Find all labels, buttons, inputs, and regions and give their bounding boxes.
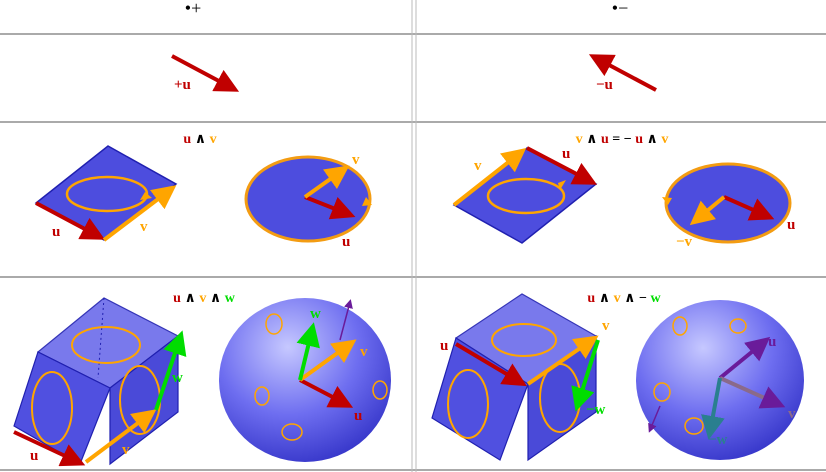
label-neg-w: −w: [586, 402, 606, 418]
label-u: u: [787, 217, 795, 233]
formula-part: v: [576, 132, 583, 147]
vector-negative: −u: [588, 54, 657, 93]
trivector-cube-right: u v −w: [431, 293, 610, 462]
label-u: u: [354, 408, 362, 424]
bivector-parallelogram-right: v u: [452, 146, 598, 244]
trivector-cube-left: u v w: [13, 297, 187, 467]
bivector-parallelogram-left: u v: [34, 145, 178, 242]
label-v: v: [122, 442, 130, 458]
formula-part: ∧: [583, 132, 601, 147]
formula-part: u: [587, 291, 595, 306]
bivector-disk-right: u −v: [662, 162, 795, 250]
bivector-disk-left: v u: [244, 152, 372, 250]
label-u: u: [562, 146, 570, 162]
formula-part: v: [661, 132, 668, 147]
formula-part: u: [173, 291, 181, 306]
formula-trivector-right: u ∧ v ∧ − w: [587, 291, 661, 306]
formula-part: u: [183, 132, 191, 147]
label-u: u: [342, 234, 350, 250]
header-left-symbol: •+: [185, 0, 201, 18]
vector-positive: +u: [171, 54, 240, 93]
formula-bivector-left: u ∧ v: [183, 132, 216, 147]
formula-part: ∧: [595, 291, 613, 306]
formula-part: u: [601, 132, 609, 147]
formula-part: v: [199, 291, 206, 306]
label-v: v: [474, 158, 482, 174]
formula-part: v: [210, 132, 217, 147]
label-v: v: [788, 406, 796, 422]
label-plus-u: +u: [174, 77, 191, 93]
label-v: v: [140, 219, 148, 235]
label-u: u: [440, 338, 448, 354]
label-w: w: [172, 370, 183, 386]
formula-part: ∧: [206, 291, 224, 306]
label-neg-v: −v: [676, 234, 693, 250]
label-u: u: [30, 448, 38, 464]
label-minus-u: −u: [596, 77, 613, 93]
formula-part: = −: [609, 132, 635, 147]
label-v: v: [352, 152, 360, 168]
formula-part: ∧: [643, 132, 661, 147]
trivector-sphere-left: w v u: [219, 298, 391, 462]
label-v: v: [360, 344, 368, 360]
label-w: w: [310, 306, 321, 322]
label-u: u: [768, 334, 776, 350]
formula-trivector-left: u ∧ v ∧ w: [173, 291, 236, 306]
header-right-symbol: •−: [612, 0, 628, 18]
formula-part: ∧ −: [621, 291, 651, 306]
formula-part: v: [614, 291, 621, 306]
label-neg-w: −w: [708, 432, 728, 448]
label-v: v: [602, 318, 610, 334]
formula-part: w: [650, 291, 661, 306]
formula-part: w: [225, 291, 236, 306]
label-u: u: [52, 224, 60, 240]
formula-part: u: [635, 132, 643, 147]
trivector-sphere-right: u v −w: [636, 300, 804, 460]
formula-part: ∧: [191, 132, 209, 147]
formula-bivector-right: v ∧ u = − u ∧ v: [576, 132, 669, 147]
formula-part: ∧: [181, 291, 199, 306]
